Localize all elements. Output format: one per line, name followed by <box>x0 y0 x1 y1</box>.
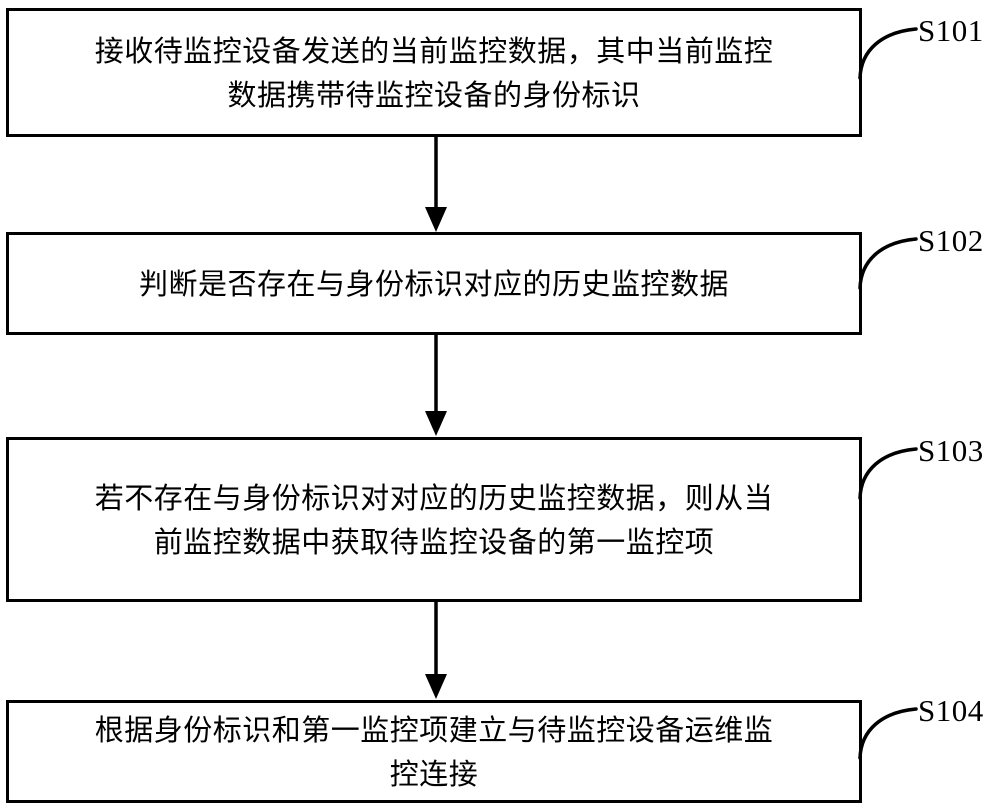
flow-box-s101[interactable]: 接收待监控设备发送的当前监控数据，其中当前监控 数据携带待监控设备的身份标识 <box>6 8 862 137</box>
step-label-s102: S102 <box>918 223 984 258</box>
flow-box-s102-text: 判断是否存在与身份标识对应的历史监控数据 <box>138 266 729 301</box>
flow-box-s104-text: 根据身份标识和第一监控项建立与待监控设备运维监 控连接 <box>94 712 774 791</box>
step-label-s104: S104 <box>918 693 984 728</box>
flow-box-s104[interactable]: 根据身份标识和第一监控项建立与待监控设备运维监 控连接 <box>6 700 862 803</box>
flow-box-s102[interactable]: 判断是否存在与身份标识对应的历史监控数据 <box>6 232 862 335</box>
step-label-s101: S101 <box>918 13 984 48</box>
flow-box-s103-text: 若不存在与身份标识对对应的历史监控数据，则从当 前监控数据中获取待监控设备的第一… <box>94 480 774 559</box>
flow-box-s101-text: 接收待监控设备发送的当前监控数据，其中当前监控 数据携带待监控设备的身份标识 <box>94 33 774 112</box>
step-label-s103: S103 <box>918 433 984 468</box>
connector-arrow-s101-s102 <box>425 137 447 232</box>
connector-arrow-s103-s104 <box>425 602 447 699</box>
flow-box-s103[interactable]: 若不存在与身份标识对对应的历史监控数据，则从当 前监控数据中获取待监控设备的第一… <box>6 437 862 602</box>
connector-arrow-s102-s103 <box>425 335 447 436</box>
